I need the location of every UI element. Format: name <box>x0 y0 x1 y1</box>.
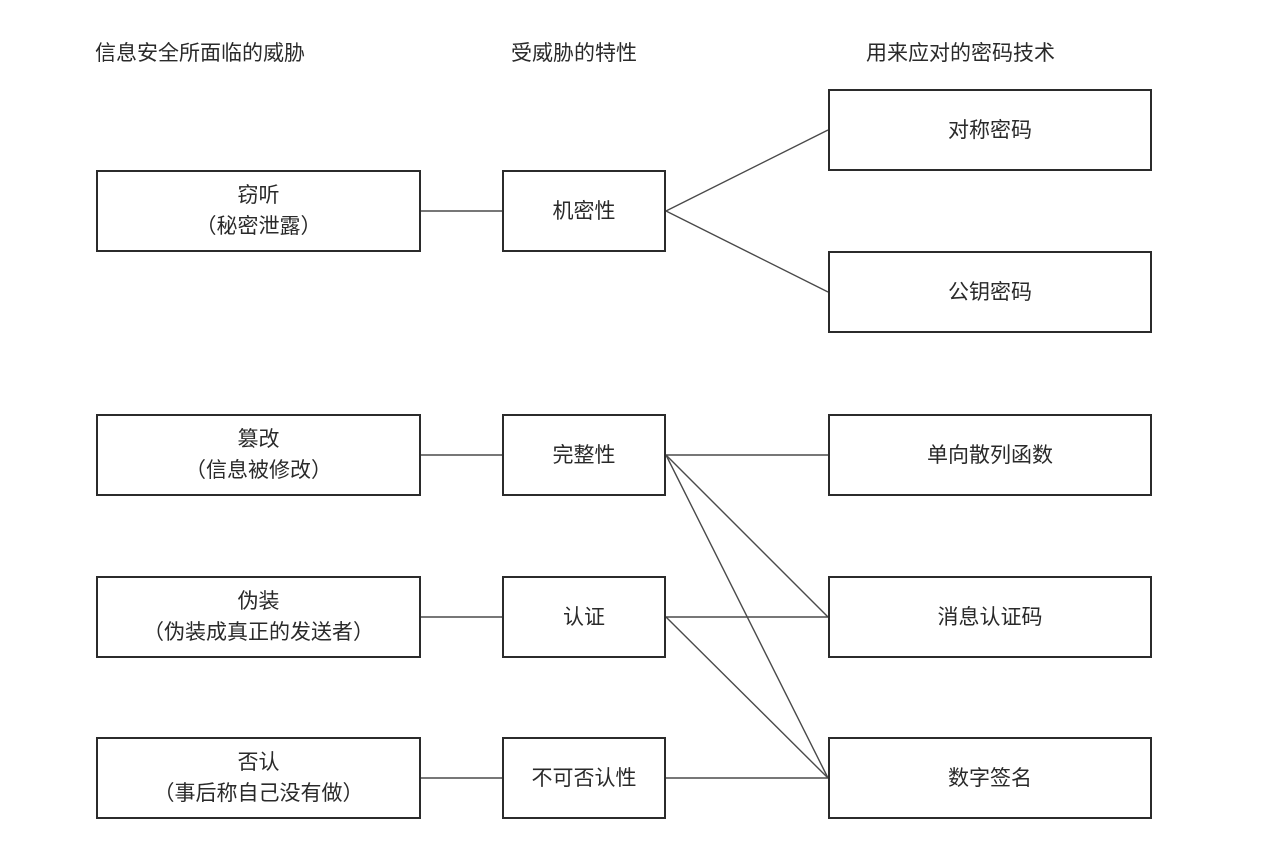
threat-eavesdropping-box: 窃听 （秘密泄露） <box>96 170 421 252</box>
technique-symmetric-cipher-box: 对称密码 <box>828 89 1152 171</box>
header-threats: 信息安全所面临的威胁 <box>95 41 305 65</box>
property-label: 不可否认性 <box>531 765 637 790</box>
threat-detail: （伪装成真正的发送者） <box>143 620 374 644</box>
technique-label: 消息认证码 <box>937 604 1043 629</box>
property-authentication-box: 认证 <box>502 576 666 658</box>
technique-label: 单向散列函数 <box>927 442 1053 467</box>
technique-hash-function-box: 单向散列函数 <box>828 414 1152 496</box>
property-label: 机密性 <box>552 198 616 223</box>
property-label: 完整性 <box>552 442 616 467</box>
property-label: 认证 <box>563 604 605 629</box>
property-integrity-box: 完整性 <box>502 414 666 496</box>
property-confidentiality-box: 机密性 <box>502 170 666 252</box>
header-properties: 受威胁的特性 <box>511 41 637 65</box>
technique-label: 公钥密码 <box>948 279 1032 304</box>
connection-line-property-2-to-technique-4 <box>665 616 829 779</box>
technique-public-key-cipher-box: 公钥密码 <box>828 251 1152 333</box>
threat-name: 否认 <box>237 750 280 774</box>
threat-name: 窃听 <box>237 183 280 207</box>
technique-digital-signature-box: 数字签名 <box>828 737 1152 819</box>
technique-label: 对称密码 <box>948 117 1032 142</box>
technique-mac-box: 消息认证码 <box>828 576 1152 658</box>
threat-spoofing-box: 伪装 （伪装成真正的发送者） <box>96 576 421 658</box>
connection-line-property-0-to-technique-1 <box>665 210 829 293</box>
threat-detail: （信息被修改） <box>185 458 332 482</box>
threat-repudiation-box: 否认 （事后称自己没有做） <box>96 737 421 819</box>
threat-name: 伪装 <box>237 589 280 613</box>
technique-label: 数字签名 <box>948 765 1032 790</box>
header-techniques: 用来应对的密码技术 <box>866 41 1055 65</box>
threat-tampering-box: 篡改 （信息被修改） <box>96 414 421 496</box>
connection-line-property-1-to-technique-3 <box>665 454 829 618</box>
property-non-repudiation-box: 不可否认性 <box>502 737 666 819</box>
threat-detail: （事后称自己没有做） <box>153 781 364 805</box>
connection-line-property-0-to-technique-0 <box>665 129 829 212</box>
threat-detail: （秘密泄露） <box>195 214 322 238</box>
threat-name: 篡改 <box>237 427 280 451</box>
